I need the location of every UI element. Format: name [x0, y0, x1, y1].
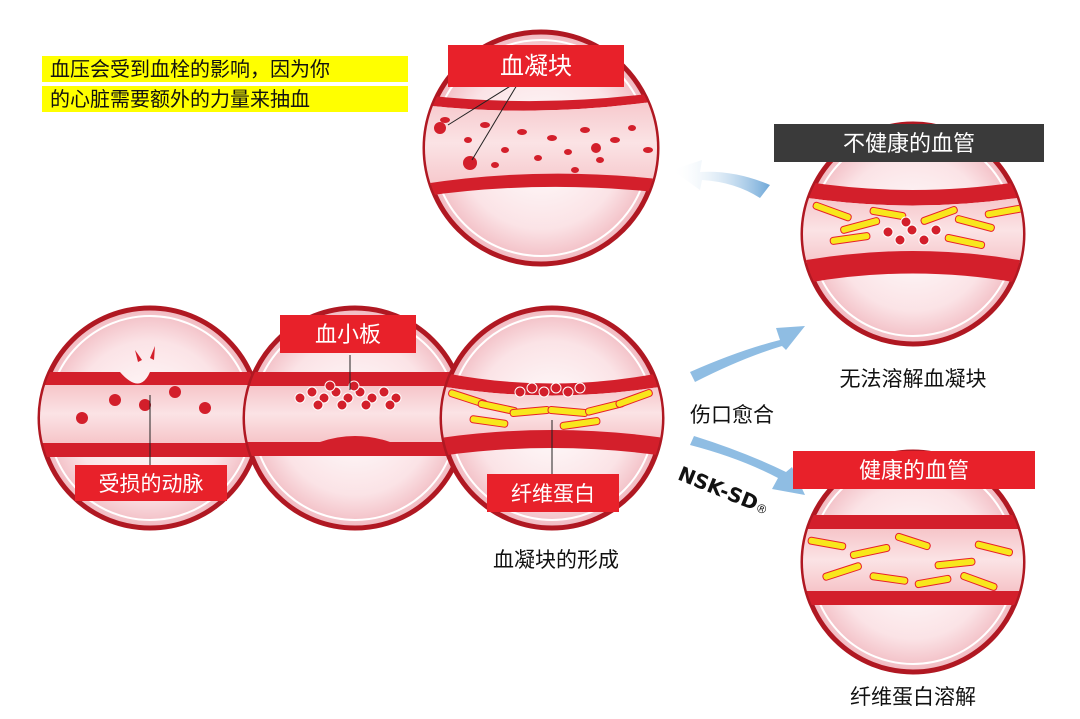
damaged-artery-label: 受损的动脉: [99, 472, 204, 496]
platelets-label-bg: [280, 315, 416, 353]
cannot-dissolve-caption: 无法溶解血凝块: [840, 367, 987, 391]
blood-clot-circle: [422, 29, 660, 267]
unhealthy-vessel-label: 不健康的血管: [843, 132, 975, 157]
fibrin-dissolve-caption: 纤维蛋白溶解: [850, 685, 976, 709]
blood-clot-label-bg: [448, 45, 624, 87]
note-highlight-2: [42, 86, 408, 112]
arrow-to-healthy: [690, 436, 805, 495]
healthy-vessel-label: 健康的血管: [859, 459, 969, 484]
note-line-2: 的心脏需要额外的力量来抽血: [50, 87, 310, 111]
platelets-label: 血小板: [315, 323, 381, 348]
brand-registered: ®: [753, 500, 769, 517]
unhealthy-vessel-circle: [800, 121, 1026, 347]
platelets-circle: [242, 305, 468, 531]
fibrin-label-bg: [487, 474, 619, 512]
unhealthy-vessel-label-bg: [774, 124, 1044, 162]
brand-mark: NSK-SD ®: [675, 461, 770, 517]
fibrin-label: 纤维蛋白: [511, 482, 595, 506]
healthy-vessel-circle: [800, 449, 1026, 675]
healthy-vessel-label-bg: [793, 451, 1035, 489]
note-line-1: 血压会受到血栓的影响，因为你: [50, 57, 330, 81]
wound-healing-caption: 伤口愈合: [690, 403, 774, 427]
clot-formation-caption: 血凝块的形成: [493, 548, 619, 572]
arrow-to-unhealthy: [690, 326, 805, 382]
damaged-artery-label-bg: [75, 465, 227, 501]
blood-clot-label: 血凝块: [500, 52, 572, 80]
note-highlight-1: [42, 56, 408, 82]
fibrin-circle: [439, 305, 665, 531]
arrow-to-clot: [672, 160, 770, 198]
brand-name: NSK-SD: [675, 461, 762, 515]
